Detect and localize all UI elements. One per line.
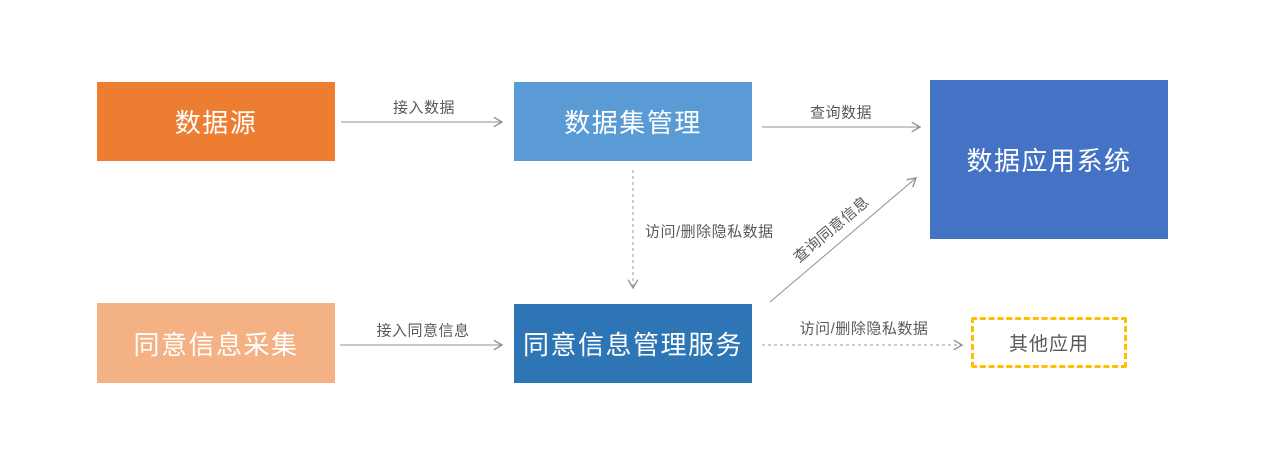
edge-query-consent-info (769, 177, 918, 303)
edge-label-access-consent-info: 接入同意信息 (376, 322, 470, 340)
edge-label-access-delete-private-data-vertical: 访问/删除隐私数据 (645, 223, 774, 241)
node-consent-info-collection: 同意信息采集 (97, 303, 335, 383)
edge-label-query-consent-info: 查询同意信息 (790, 193, 873, 267)
edge-label-access-data: 接入数据 (392, 99, 456, 117)
node-data-application-system: 数据应用系统 (930, 80, 1168, 239)
node-data-source: 数据源 (97, 82, 335, 161)
node-consent-management-service: 同意信息管理服务 (514, 304, 752, 383)
node-dataset-management: 数据集管理 (514, 82, 752, 161)
node-other-applications: 其他应用 (971, 317, 1127, 368)
edge-label-access-delete-private-data-horizontal: 访问/删除隐私数据 (799, 320, 929, 338)
edge-label-query-data: 查询数据 (809, 104, 873, 122)
